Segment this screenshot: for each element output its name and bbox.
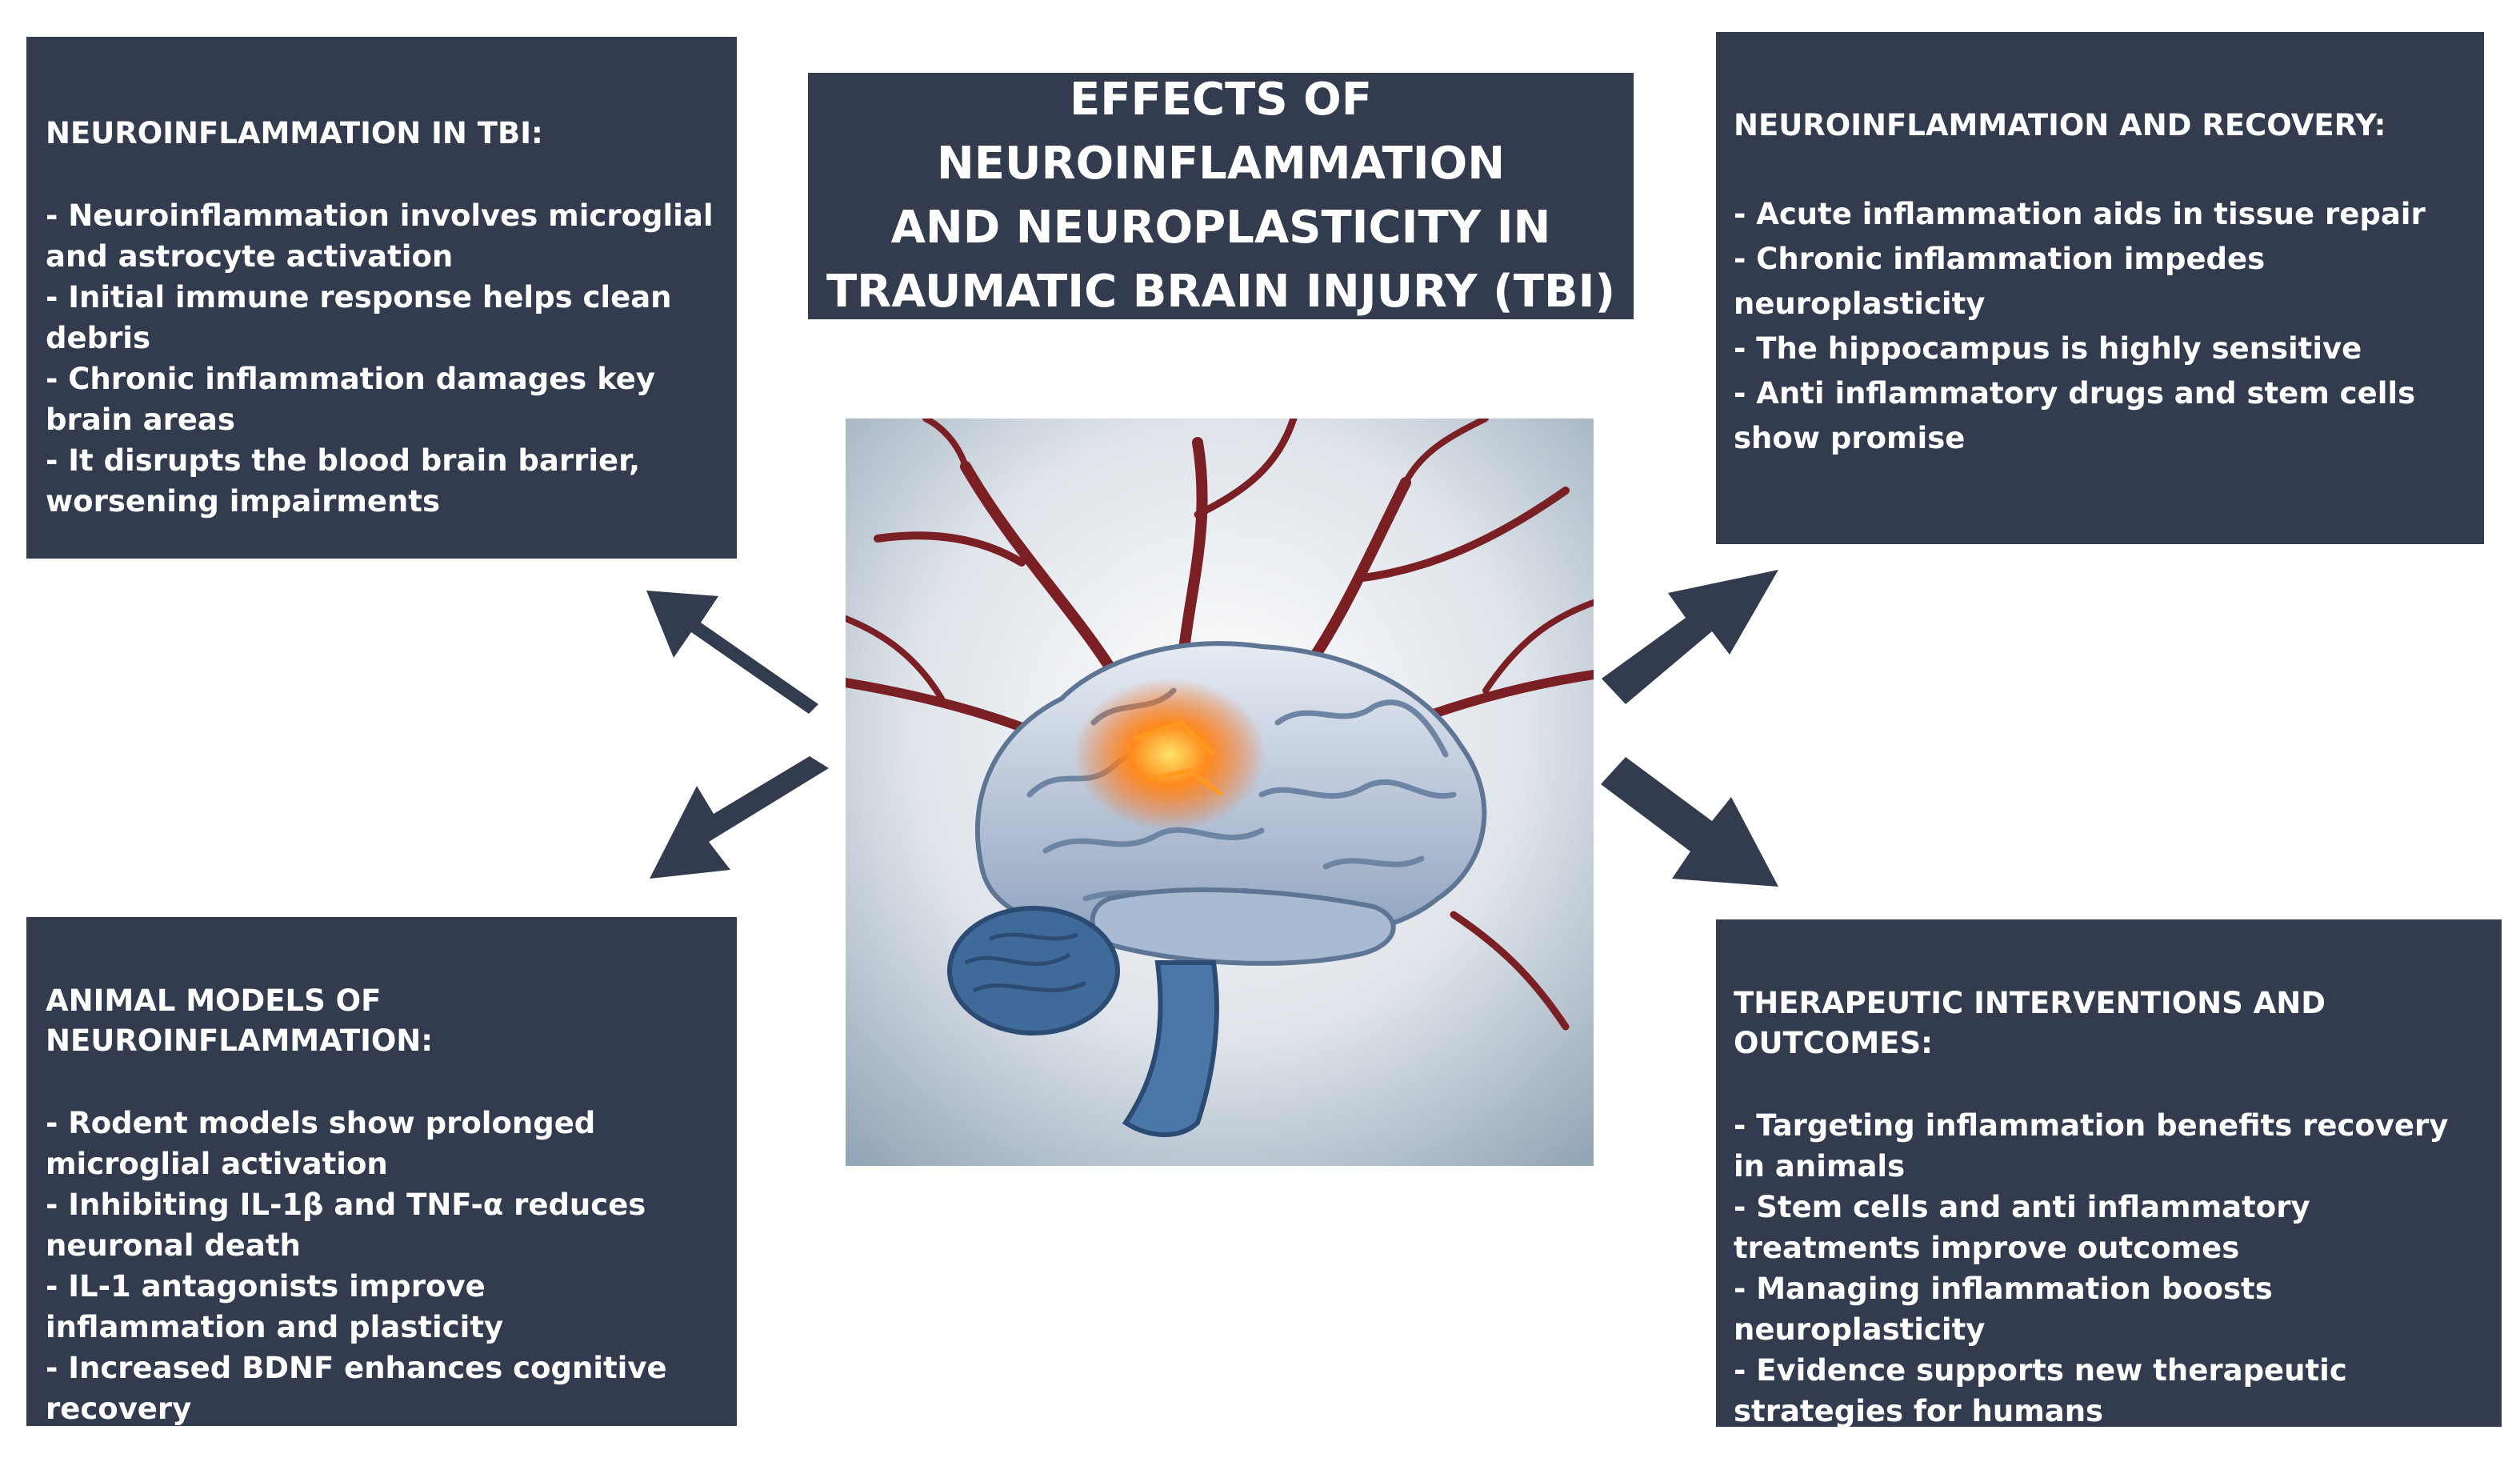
list-item: - Evidence supports new therapeutic stra… <box>1734 1353 2347 1428</box>
panel-therapeutic-interventions: THERAPEUTIC INTERVENTIONS AND OUTCOMES: … <box>1716 919 2502 1428</box>
bullet-list: - Targeting inflammation benefits recove… <box>1734 1105 2479 1432</box>
list-item: - IL-1 antagonists improve inflammation … <box>46 1269 504 1344</box>
list-item: - Anti inflammatory drugs and stem cells… <box>1734 376 2416 455</box>
list-item: - Managing inflammation boosts neuroplas… <box>1734 1272 2273 1347</box>
list-item: - Initial immune response helps clean de… <box>46 280 672 355</box>
list-item: - Stem cells and anti inflammatory treat… <box>1734 1190 2310 1265</box>
cerebellum-folds <box>964 932 1087 993</box>
bullet-list: - Neuroinflammation involves microglial … <box>46 195 714 522</box>
list-item: - Targeting inflammation benefits recove… <box>1734 1108 2449 1184</box>
page-title: EFFECTS OF NEUROINFLAMMATION AND NEUROPL… <box>826 74 1616 318</box>
list-item: - Rodent models show prolonged microglia… <box>46 1106 596 1181</box>
bullet-list: - Acute inflammation aids in tissue repa… <box>1734 192 2462 461</box>
list-item: - The hippocampus is highly sensitive <box>1734 331 2362 366</box>
brain-illustration <box>846 419 1594 1166</box>
list-item: - It disrupts the blood brain barrier, w… <box>46 443 640 519</box>
list-item: - Chronic inflammation impedes neuroplas… <box>1734 242 2266 321</box>
cerebellum <box>947 906 1120 1035</box>
arrow-to-bottom-right <box>1601 757 1778 887</box>
inflammation-streaks <box>1133 720 1223 796</box>
panel-heading: NEUROINFLAMMATION IN TBI: <box>46 116 543 150</box>
list-item: - Chronic inflammation damages key brain… <box>46 362 656 437</box>
panel-heading: ANIMAL MODELS OF NEUROINFLAMMATION: <box>46 983 434 1058</box>
list-item: - Acute inflammation aids in tissue repa… <box>1734 197 2426 231</box>
list-item: - Neuroinflammation involves microglial … <box>46 198 714 274</box>
bullet-list: - Rodent models show prolonged microglia… <box>46 1103 714 1429</box>
panel-neuroinflammation-in-tbi: NEUROINFLAMMATION IN TBI: - Neuroinflamm… <box>26 37 737 559</box>
brainstem <box>1122 960 1219 1137</box>
panel-animal-models: ANIMAL MODELS OF NEUROINFLAMMATION: - Ro… <box>26 917 737 1426</box>
list-item: - Increased BDNF enhances cognitive reco… <box>46 1351 667 1426</box>
temporal-lobe <box>1090 887 1396 966</box>
panel-heading: NEUROINFLAMMATION AND RECOVERY: <box>1734 108 2386 142</box>
inflammation-glow <box>1074 679 1266 831</box>
panel-heading: THERAPEUTIC INTERVENTIONS AND OUTCOMES: <box>1734 986 2326 1060</box>
list-item: - Inhibiting IL-1β and TNF-α reduces neu… <box>46 1188 646 1263</box>
arrow-to-bottom-left <box>650 756 829 879</box>
panel-neuroinflammation-and-recovery: NEUROINFLAMMATION AND RECOVERY: - Acute … <box>1716 32 2484 544</box>
arrow-to-top-left <box>646 591 818 714</box>
title-box: EFFECTS OF NEUROINFLAMMATION AND NEUROPL… <box>808 73 1634 319</box>
arrow-to-top-right <box>1602 570 1778 704</box>
